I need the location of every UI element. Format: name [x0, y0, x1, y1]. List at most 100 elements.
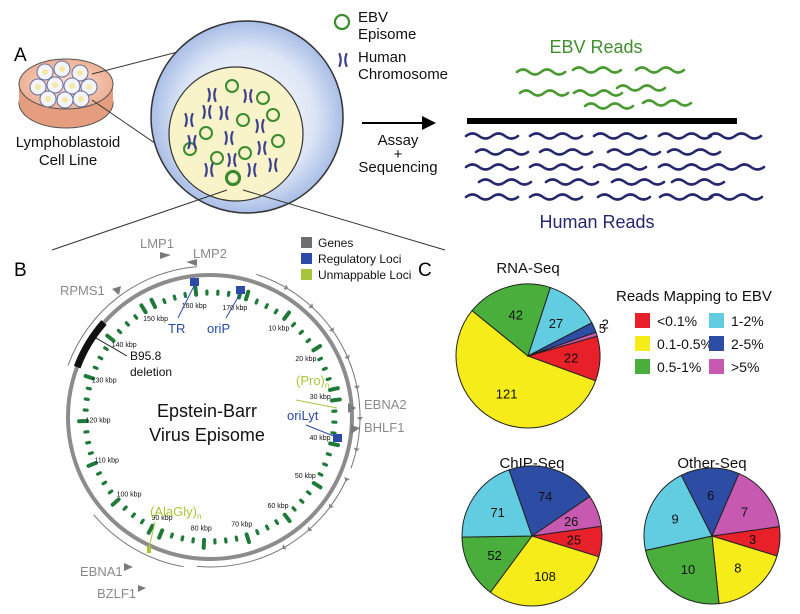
- petri-dish: [18, 58, 114, 129]
- gene-lmp1-label: LMP1: [140, 236, 174, 251]
- sequencing-read: [658, 193, 714, 201]
- gene-arrow-icons: [112, 252, 360, 592]
- arc-arrow-icon: [353, 447, 360, 453]
- genome-tick: [85, 386, 92, 391]
- genome-tick: [103, 346, 109, 352]
- sequencing-read: [583, 102, 635, 110]
- gene-arcs: [67, 266, 363, 568]
- pie-value-label: 25: [567, 532, 581, 547]
- genome-tick: [305, 338, 312, 344]
- arc-arrow-icon: [344, 476, 350, 482]
- rna-seq-title: RNA-Seq: [496, 260, 559, 277]
- sequencing-read: [592, 163, 648, 171]
- genome-tick: [116, 328, 123, 335]
- pie-legend-swatch: [709, 313, 724, 328]
- kbp-tick-label: 40 kbp: [310, 435, 331, 442]
- sequencing-read: [596, 193, 652, 201]
- sequencing-read: [606, 148, 662, 156]
- arc-arrow-icon: [328, 327, 334, 333]
- genome-tick: [317, 356, 324, 362]
- arc-arrow-icon: [308, 303, 314, 309]
- arrow-label-1: Assay: [378, 132, 419, 149]
- pie-legend-label: 0.5-1%: [657, 359, 701, 375]
- arc-arrow-icon: [344, 354, 350, 360]
- pie-value-label: 8: [734, 561, 741, 576]
- genome-tick: [169, 532, 174, 539]
- arc-arrow-icon: [307, 526, 313, 532]
- pie-value-label: 27: [549, 316, 563, 331]
- genome-tick: [264, 303, 269, 310]
- pie-value-label: 10: [681, 562, 695, 577]
- arc-arrow-icon: [283, 284, 289, 290]
- sequencing-read: [710, 163, 766, 171]
- panel-a: A Lymphoblastoid Cell Line: [14, 9, 766, 232]
- pie-slice: [711, 535, 778, 605]
- kbp-tick-label: 70 kbp: [231, 521, 252, 528]
- gene-arc: [196, 480, 347, 568]
- sequencing-read: [477, 178, 533, 186]
- sequencing-read: [528, 132, 584, 140]
- deletion-pointer: [95, 337, 128, 357]
- genome-tick: [317, 472, 324, 477]
- pie-value-label: 6: [707, 488, 714, 503]
- genome-tick: [305, 490, 312, 496]
- sequencing-read: [518, 89, 570, 97]
- pie-value-label: 71: [490, 505, 504, 520]
- alagly-label: (AlaGly)n: [150, 504, 201, 521]
- pie-value-label: 7: [741, 504, 748, 519]
- panel-c: C Reads Mapping to EBV <0.1%0.1-0.5%0.5-…: [418, 260, 781, 607]
- sequencing-read: [528, 163, 584, 171]
- zoom-line: [51, 189, 228, 251]
- kbp-tick-label: 130 kbp: [92, 377, 117, 384]
- panel-b-letter: B: [14, 260, 27, 281]
- kbp-tick-label: 80 kbp: [191, 526, 212, 533]
- gene-ebna2-label: EBNA2: [364, 397, 407, 412]
- genome-tick: [146, 523, 155, 535]
- genome-tick: [130, 512, 136, 518]
- pie-legend-swatch: [709, 359, 724, 374]
- pie-value-label: 108: [534, 569, 556, 584]
- cell-line-label-2: Cell Line: [39, 152, 97, 169]
- genome-tick: [83, 373, 96, 381]
- legend-chromosome-2: Chromosome: [358, 66, 448, 83]
- gene-bzlf1-label: BZLF1: [97, 586, 136, 601]
- genome-tick: [96, 471, 102, 476]
- arc-arrow-icon: [328, 503, 334, 509]
- genome-tick: [234, 535, 239, 542]
- pie-value-label: 22: [564, 351, 578, 366]
- pie-slice: [644, 535, 720, 605]
- orilyt-label: oriLyt: [287, 408, 319, 423]
- pie-value-label: 5: [599, 321, 606, 336]
- sequencing-read: [707, 132, 763, 140]
- pie-legend-swatch: [635, 313, 650, 328]
- episome-circle-icon: [333, 13, 351, 31]
- unmappable-legend-swatch: [301, 269, 312, 280]
- tr-marker: [190, 278, 199, 286]
- episome-highlight: [224, 169, 242, 187]
- pie-legend-swatch: [635, 359, 650, 374]
- genome-tick: [85, 440, 92, 445]
- sequencing-read: [538, 148, 594, 156]
- orip-marker: [236, 286, 245, 294]
- genome-tick: [87, 451, 94, 456]
- genome-tick: [291, 506, 297, 512]
- orip-label: oriP: [207, 321, 230, 336]
- pie-legend-label: <0.1%: [657, 313, 697, 329]
- arc-arrow-icon: [353, 385, 360, 390]
- pie-legend-swatch: [635, 336, 650, 351]
- pie-legend: <0.1%0.1-0.5%0.5-1%1-2%2-5%>5%: [635, 313, 764, 375]
- gene-rpms1-label: RPMS1: [60, 283, 105, 298]
- genome-tick: [322, 462, 329, 467]
- arc-arrow-icon: [357, 417, 363, 421]
- genome-tick: [299, 498, 305, 504]
- genome-tick: [290, 321, 297, 328]
- sequencing-read: [544, 178, 600, 186]
- pie-legend-title: Reads Mapping to EBV: [616, 288, 772, 305]
- legend-unmappable: Unmappable Loci: [318, 268, 411, 282]
- kbp-tick-label: 50 kbp: [295, 473, 316, 480]
- pie-slice: [531, 495, 602, 537]
- kbp-tick-label: 10 kbp: [268, 326, 289, 333]
- nucleus: [168, 66, 304, 202]
- genome-tick: [274, 519, 280, 525]
- genome-tick: [183, 291, 188, 299]
